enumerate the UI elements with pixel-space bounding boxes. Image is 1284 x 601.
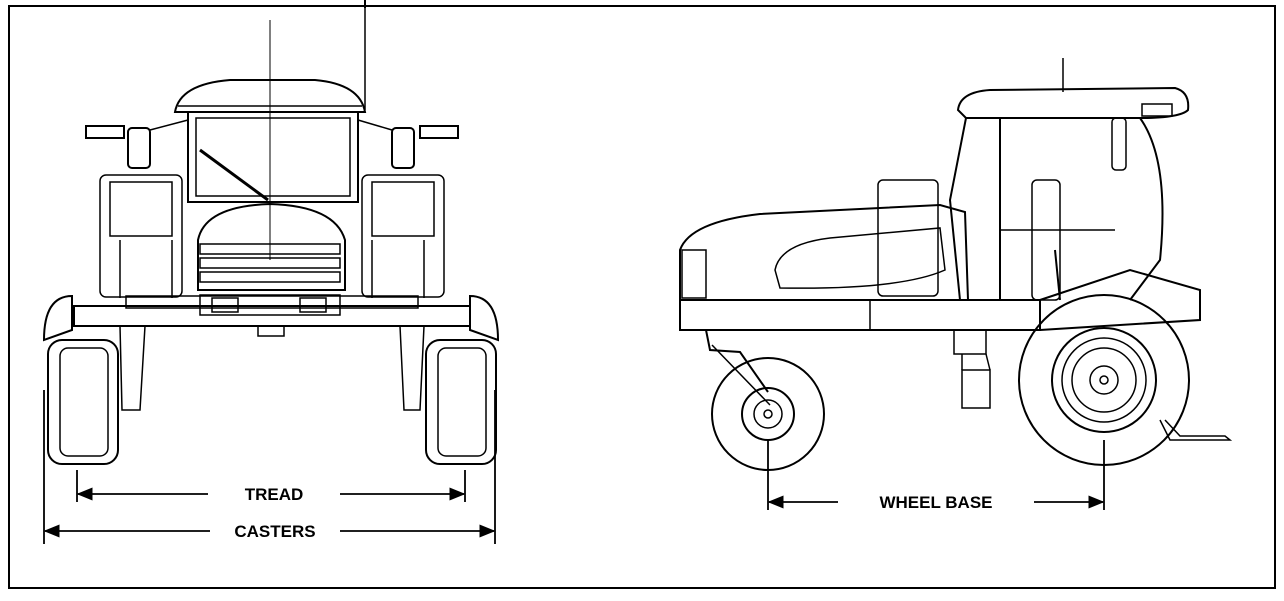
- front-view-dimensions: [43, 390, 496, 544]
- casters-label: CASTERS: [234, 522, 315, 541]
- diagram-border: [8, 5, 1276, 589]
- tread-label: TREAD: [245, 485, 304, 504]
- side-view-drawing: [679, 58, 1233, 471]
- front-view-drawing: [42, 8, 500, 465]
- wheel-base-label: WHEEL BASE: [879, 493, 992, 512]
- side-view-dimensions: [767, 440, 1105, 510]
